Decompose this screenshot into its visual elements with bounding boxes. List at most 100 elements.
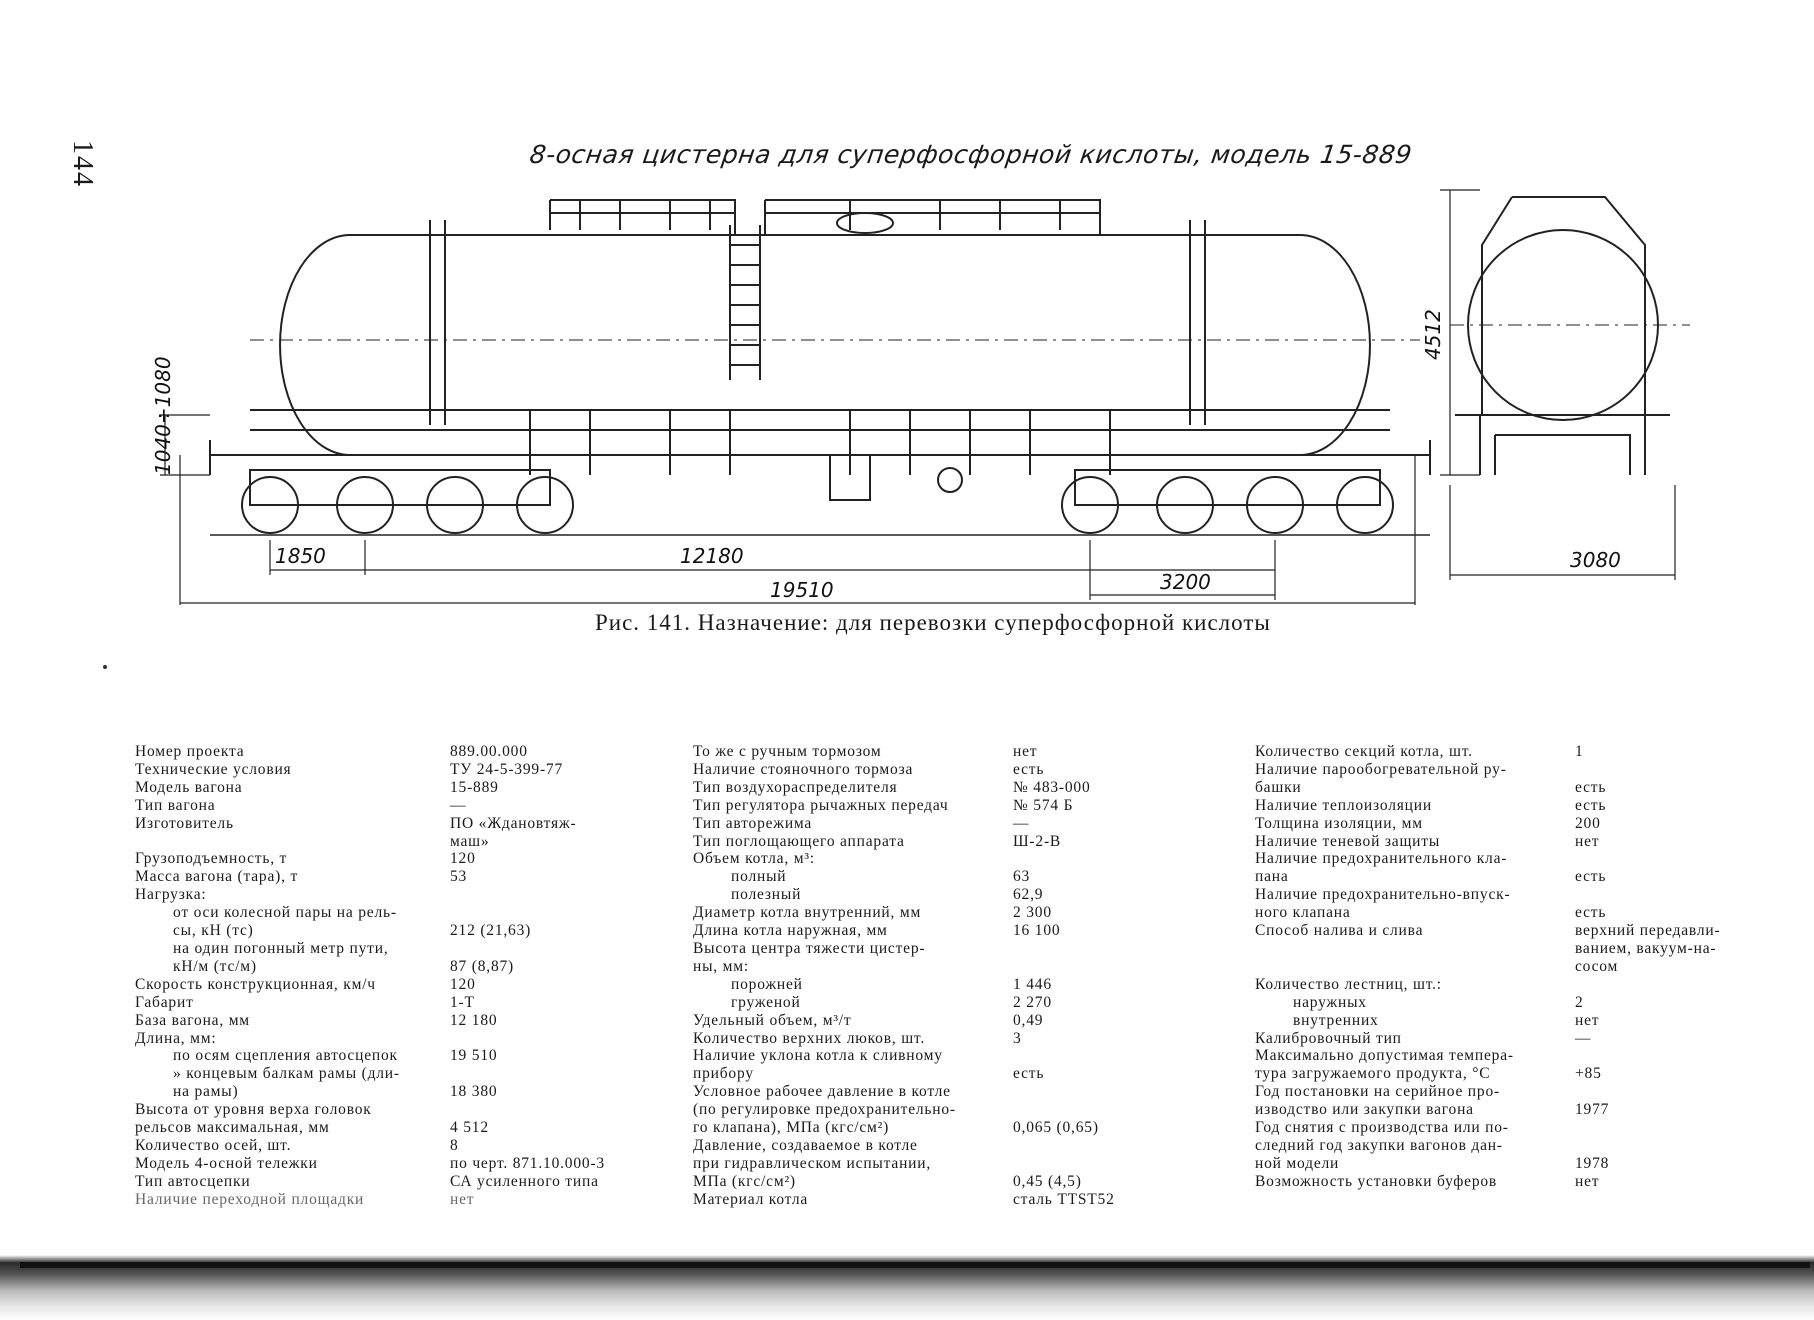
- dim-overall-height-label: 4512: [1421, 309, 1445, 360]
- spec-value: —: [1575, 1029, 1592, 1047]
- spec-value: 62,9: [1013, 886, 1044, 904]
- spec-label: Объем котла, м³:: [693, 850, 815, 868]
- spec-row: Давление, создаваемое в котле: [693, 1137, 1193, 1155]
- spec-label: при гидравлическом испытании,: [693, 1154, 932, 1172]
- spec-label: Способ налива и слива: [1255, 922, 1424, 940]
- spec-label: Технические условия: [135, 760, 292, 778]
- dim-overall-height: [1440, 189, 1480, 476]
- spec-value: 12 180: [450, 1011, 498, 1029]
- spec-column-3: Количество секций котла, шт.1 Наличие па…: [1255, 743, 1775, 1191]
- spec-label: Возможность установки буферов: [1255, 1172, 1498, 1190]
- spec-value: ПО «Ждановтяж-: [450, 814, 577, 832]
- spec-value: 87 (8,87): [450, 957, 515, 975]
- drawing-title: 8-осная цистерна для суперфосфорной кисл…: [527, 140, 1414, 169]
- spec-value: —: [450, 796, 467, 814]
- spec-label: Высота от уровня верха головок: [135, 1101, 372, 1119]
- spec-label: Изготовитель: [135, 814, 234, 832]
- spec-label: башки: [1255, 778, 1302, 796]
- spec-value: по черт. 871.10.000-3: [450, 1154, 605, 1172]
- spec-label: Наличие парообогревательной ру-: [1255, 760, 1507, 778]
- wheel: [1246, 476, 1304, 534]
- spec-value: маш»: [450, 832, 490, 850]
- spec-value: № 483-000: [1013, 778, 1091, 796]
- spec-label: Год постановки на серийное про-: [1255, 1083, 1500, 1101]
- spec-row: Условное рабочее давление в котле: [693, 1083, 1193, 1101]
- end-view-frame: [1481, 196, 1646, 415]
- spec-row: Наличие уклона котла к сливному: [693, 1047, 1193, 1065]
- spec-value: 4 512: [450, 1119, 489, 1137]
- spec-value: нет: [1575, 1172, 1600, 1190]
- bogie-frame-1: [249, 469, 551, 506]
- spec-row: Наличие предохранительного кла-: [1255, 850, 1775, 868]
- spec-value: нет: [1575, 832, 1600, 850]
- manhole-dome: [836, 212, 894, 234]
- spec-label: изводство или закупки вагона: [1255, 1101, 1474, 1119]
- spec-row: Технические условия ТУ 24-5-399-77: [135, 761, 655, 779]
- spec-value: 2 270: [1013, 993, 1052, 1011]
- spec-row: Количество осей, шт.8: [135, 1137, 655, 1155]
- spec-value: есть: [1013, 1065, 1045, 1083]
- wheel: [1061, 476, 1119, 534]
- spec-label: следний год закупки вагонов дан-: [1255, 1136, 1503, 1154]
- wheel: [516, 476, 574, 534]
- spec-row: на рамы)18 380: [135, 1083, 655, 1101]
- spec-value: ТУ 24-5-399-77: [450, 760, 564, 778]
- spec-row: Год постановки на серийное про-: [1255, 1083, 1775, 1101]
- wheel: [1336, 476, 1394, 534]
- dim-coupler-length-label: 19510: [770, 578, 834, 602]
- spec-label: Диаметр котла внутренний, мм: [693, 904, 922, 922]
- spec-row: при гидравлическом испытании,: [693, 1155, 1193, 1173]
- spec-value: есть: [1575, 868, 1607, 886]
- spec-row: Количество верхних люков, шт.3: [693, 1030, 1193, 1048]
- spec-row: Наличие предохранительно-впуск-: [1255, 886, 1775, 904]
- spec-value: Ш-2-В: [1013, 832, 1062, 850]
- support-posts: [429, 220, 1206, 425]
- spec-label: » концевым балкам рамы (дли-: [173, 1065, 400, 1083]
- spec-label: кН/м (тс/м): [173, 957, 257, 975]
- spec-row: Объем котла, м³:: [693, 850, 1193, 868]
- spec-label: Длина, мм:: [135, 1029, 217, 1047]
- spec-label: Тип регулятора рычажных передач: [693, 796, 949, 814]
- spec-label: Материал котла: [693, 1190, 809, 1208]
- spec-label: (по регулировке предохранительно-: [693, 1101, 956, 1119]
- spec-value: 1978: [1575, 1154, 1610, 1172]
- spec-label: Нагрузка:: [135, 886, 207, 904]
- spec-label: Удельный объем, м³/т: [693, 1011, 852, 1029]
- spec-row: Возможность установки буферов нет: [1255, 1173, 1775, 1191]
- spec-value: нет: [450, 1190, 475, 1208]
- dim-height-range: [160, 414, 210, 476]
- spec-label: ной модели: [1255, 1154, 1340, 1172]
- spec-value: 2 300: [1013, 904, 1052, 922]
- center-line: [250, 324, 1690, 341]
- spec-row: Количество секций котла, шт.1: [1255, 743, 1775, 761]
- spec-label: Давление, создаваемое в котле: [693, 1136, 918, 1154]
- spec-label: Высота центра тяжести цистер-: [693, 939, 926, 957]
- dim-overall-width: [1449, 485, 1676, 580]
- spec-label: Наличие теневой защиты: [1255, 832, 1441, 850]
- spec-value: 3: [1013, 1029, 1022, 1047]
- spec-value: сосом: [1575, 957, 1619, 975]
- wheel: [426, 476, 484, 534]
- spec-label: Наличие уклона котла к сливному: [693, 1047, 943, 1065]
- spec-label: Габарит: [135, 993, 194, 1011]
- spec-label: Тип поглощающего аппарата: [693, 832, 905, 850]
- spec-value: есть: [1575, 778, 1607, 796]
- spec-row: ванием, вакуум-на-: [1255, 940, 1775, 958]
- dim-bogie-spacing-label: 3200: [1160, 570, 1211, 594]
- spec-label: Год снятия с производства или по-: [1255, 1119, 1509, 1137]
- spec-row: башки есть: [1255, 779, 1775, 797]
- spec-label: ны, мм:: [693, 957, 749, 975]
